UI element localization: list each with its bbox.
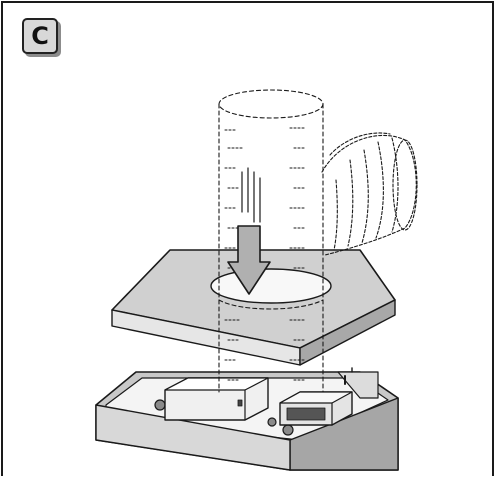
duct-pipe — [218, 89, 324, 393]
step-badge: C — [22, 18, 58, 54]
step-letter: C — [31, 22, 49, 50]
motor-box — [164, 377, 269, 421]
flexible-elbow-duct — [321, 132, 418, 256]
chimney-cover-plate — [111, 249, 396, 366]
electrical-connector-box — [279, 391, 353, 426]
downward-arrow — [227, 167, 271, 295]
